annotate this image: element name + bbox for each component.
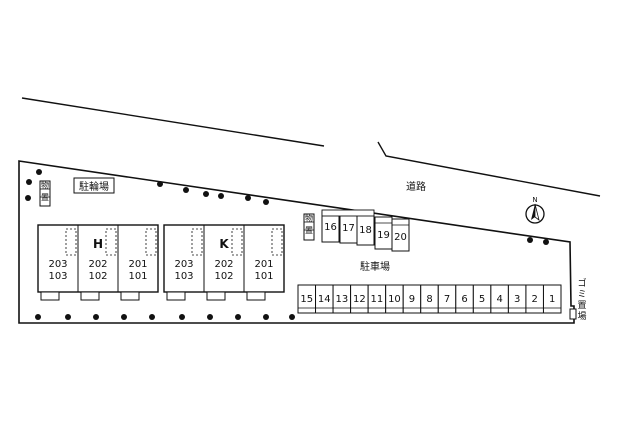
room-number-lower: 103	[174, 271, 193, 282]
bicycle-box	[73, 177, 115, 194]
parking-space-number: 11	[371, 294, 384, 305]
parking-space-number: 8	[426, 294, 432, 305]
parking-space-number: 7	[444, 294, 450, 305]
garbage-label-char: ゴ	[577, 277, 586, 289]
parking-space: 4	[490, 284, 509, 314]
road-edge-right	[377, 141, 601, 197]
stair-area	[105, 228, 117, 256]
parking-space-box	[391, 218, 410, 252]
parking-space-number: 4	[496, 294, 502, 305]
parking-space: 16	[321, 211, 340, 243]
stair-area	[65, 228, 77, 256]
parking-space: 12	[350, 284, 369, 314]
parking-space-number: 20	[394, 232, 407, 243]
bicycle-label: 駐輪場	[79, 180, 109, 193]
parking-space-number: 13	[335, 294, 348, 305]
parking-space-strip	[321, 209, 375, 217]
parking-space: 2	[525, 284, 544, 314]
garbage-label-char: ミ	[577, 290, 586, 300]
road-edge-top	[21, 97, 325, 147]
room-number-upper: 202	[214, 259, 233, 270]
room-number-upper: 202	[88, 259, 107, 270]
unit-porch	[166, 291, 186, 301]
building-name: H	[93, 237, 103, 251]
room-number-lower: 103	[48, 271, 67, 282]
storage-left: 物 置	[39, 180, 51, 207]
parking-space-number: 10	[388, 294, 401, 305]
building-name: K	[219, 237, 229, 251]
garbage-label-char: 置	[577, 300, 586, 311]
building-outline	[37, 224, 159, 293]
north-label: N	[532, 196, 537, 204]
room-number-lower: 101	[128, 271, 147, 282]
room-number-upper: 203	[174, 259, 193, 270]
parking-space-box	[542, 284, 562, 314]
parking-space-number: 15	[300, 294, 313, 305]
parking-space: 17	[339, 212, 358, 244]
unit-porch	[120, 291, 140, 301]
parking-space-number: 3	[514, 294, 520, 305]
parking-space: 20	[391, 218, 410, 252]
storage-left-label-2: 置	[41, 193, 49, 202]
parking-space: 6	[455, 284, 474, 314]
room-number-upper: 203	[48, 259, 67, 270]
parking-space-number: 14	[318, 294, 331, 305]
unit-porch	[246, 291, 266, 301]
parking-space-number: 2	[532, 294, 538, 305]
parking-space: 14	[315, 284, 334, 314]
parking-space: 9	[402, 284, 422, 314]
stair-area	[231, 228, 243, 256]
parking-space: 5	[472, 284, 492, 314]
parking-space-number: 17	[342, 223, 355, 234]
parking-space: 7	[437, 284, 457, 314]
room-number-upper: 201	[128, 259, 147, 270]
parking-space-number: 12	[353, 294, 366, 305]
parking-space: 3	[507, 284, 527, 314]
parking-space-number: 1	[549, 294, 555, 305]
room-number-lower: 101	[254, 271, 273, 282]
parking-space: 19	[374, 216, 393, 250]
stair-area	[145, 228, 157, 256]
parking-space-number: 5	[479, 294, 485, 305]
parking-space-number: 9	[409, 294, 415, 305]
parking-space: 11	[367, 284, 387, 314]
lot-boundary	[18, 160, 575, 324]
unit-porch	[80, 291, 100, 301]
parking-space: 18	[356, 214, 375, 246]
storage-mid-label-1: 物	[305, 213, 313, 223]
parking-space-number: 6	[461, 294, 467, 305]
upper-parking-spaces: 16 17 18 19 20	[321, 209, 410, 252]
parking-space: 10	[385, 284, 404, 314]
parking-space-number: 18	[359, 225, 372, 236]
north-compass: N	[525, 196, 545, 224]
stair-area	[191, 228, 203, 256]
parking-space-number: 19	[377, 230, 390, 241]
storage-mid: 物 置	[303, 213, 315, 241]
unit-porch	[206, 291, 226, 301]
parking-space: 13	[332, 284, 352, 314]
stair-area	[271, 228, 283, 256]
parking-space: 8	[420, 284, 439, 314]
building-outline	[163, 224, 285, 293]
room-number-upper: 201	[254, 259, 273, 270]
parking-space: 1	[542, 284, 562, 314]
room-number-lower: 102	[214, 271, 233, 282]
storage-left-label-1: 物	[41, 180, 49, 190]
parking-space: 15	[297, 284, 317, 314]
room-number-lower: 102	[88, 271, 107, 282]
garbage-label-char: 場	[577, 310, 586, 322]
road-label: 道路	[406, 180, 426, 193]
storage-mid-label-2: 置	[305, 226, 313, 235]
trees	[25, 169, 549, 320]
parking-space-number: 16	[324, 222, 337, 233]
parking-label: 駐車場	[360, 260, 390, 273]
unit-porch	[40, 291, 60, 301]
